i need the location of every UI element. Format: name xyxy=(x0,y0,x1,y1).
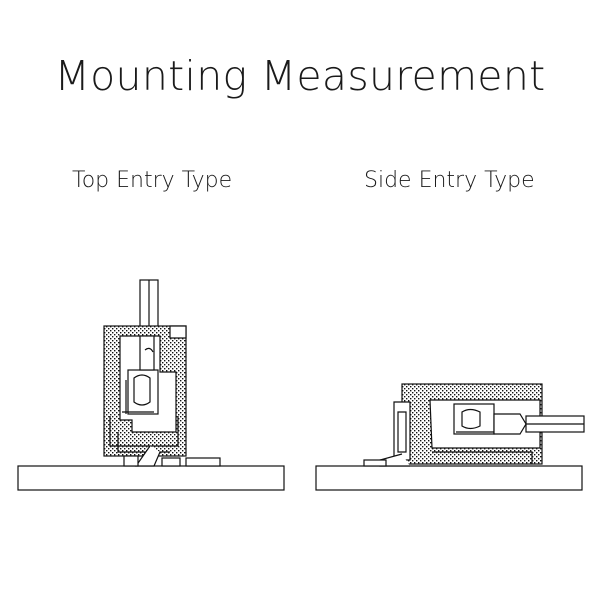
side-entry-pcb xyxy=(315,465,583,491)
top-entry-drawing xyxy=(17,279,285,491)
top-entry-contact xyxy=(127,369,159,415)
top-entry-label: Top Entry Type xyxy=(72,168,233,193)
page-title: Mounting Measurement xyxy=(54,52,546,100)
top-entry-pcb xyxy=(17,465,285,491)
side-entry-drawing xyxy=(315,383,585,491)
side-entry-contact xyxy=(453,403,495,435)
side-entry-label: Side Entry Type xyxy=(364,168,535,193)
